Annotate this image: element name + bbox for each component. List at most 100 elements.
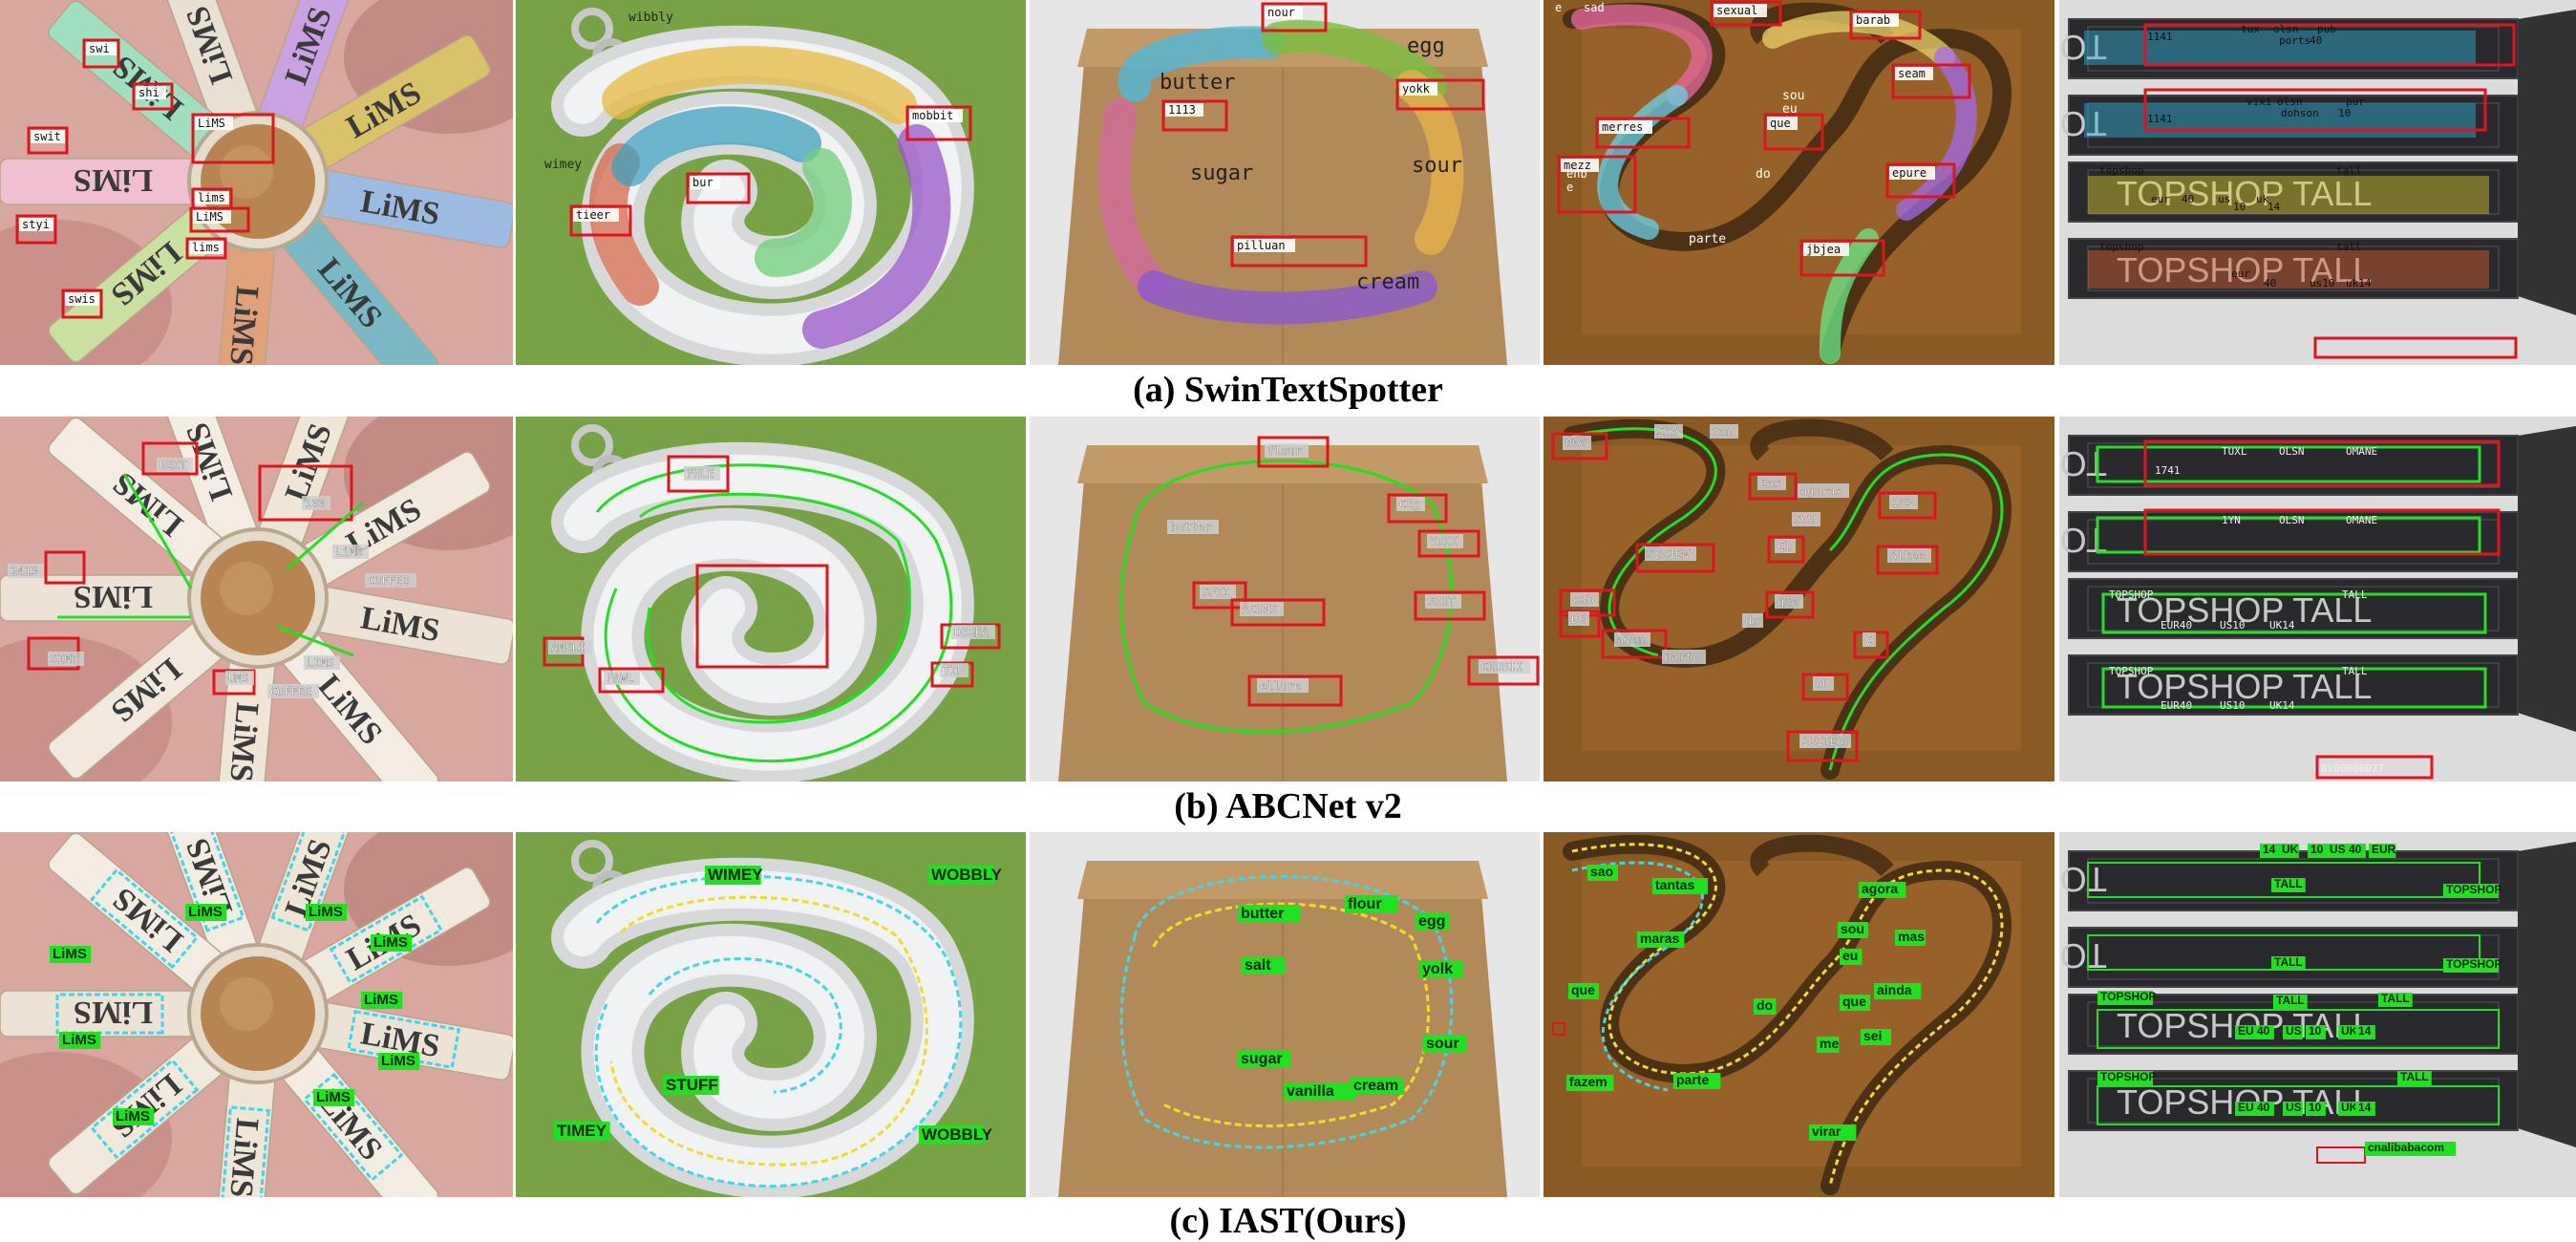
label-tag (2097, 991, 2154, 1005)
detection-box (15, 214, 57, 245)
detected-polygon-outline (639, 492, 911, 724)
recognized-text: SOU (1795, 513, 1816, 526)
recognized-text: eu (1782, 102, 1798, 117)
recognized-text: styi (22, 218, 50, 231)
predicted-boundary (2097, 1085, 2500, 1125)
label-tag (1568, 983, 1600, 999)
curved-text-line (1750, 418, 1894, 461)
error-box (141, 441, 199, 476)
clothing-tag (2068, 161, 2519, 223)
error-box (1257, 436, 1330, 468)
error-box (1786, 730, 1859, 762)
label-tag (136, 86, 166, 99)
label-tag (1265, 6, 1303, 19)
recognized-text: ellure (1260, 679, 1301, 693)
recognized-text: TALL (2342, 665, 2368, 677)
detected-polygon (347, 1009, 461, 1069)
label-tag (1165, 103, 1203, 117)
error-box (1467, 655, 1540, 686)
label-tag (1662, 650, 1706, 664)
recognized-text: olsn (2273, 23, 2299, 35)
detected-polygon-outline (1119, 460, 1454, 734)
recognized-text: OLSN (2279, 514, 2305, 526)
recognized-text: swit (33, 130, 61, 143)
label-tag (1654, 424, 1683, 439)
recognized-text: LiMS (62, 1032, 96, 1048)
detection-box (569, 204, 632, 237)
sachet: LiMS (310, 169, 513, 249)
predicted-text-region (2088, 250, 2489, 289)
label-tag (1799, 734, 1851, 748)
label-tag (1238, 905, 1301, 923)
recognized-text: me (1820, 1036, 1839, 1051)
predicted-boundary (270, 832, 347, 932)
label-tag (1614, 632, 1650, 647)
detected-polygon (220, 1105, 270, 1197)
recognized-text: uk (2256, 193, 2269, 205)
recognized-text: cnalibabacom (2368, 1141, 2444, 1154)
error-box (2315, 755, 2434, 780)
label-tag (1427, 534, 1463, 548)
predicted-text-region (1395, 70, 1464, 255)
recognized-text: LIMS (307, 656, 334, 670)
recognized-text: 40 (2310, 34, 2322, 47)
detected-polygon (90, 867, 200, 970)
recognized-text: 40 (2264, 277, 2276, 289)
label-tag (1652, 878, 1709, 894)
tag-brand-text: TOPSHOP TALL (2117, 174, 2372, 213)
label-tag (1568, 611, 1589, 626)
detection-box (1885, 162, 1956, 199)
label-tag (365, 573, 416, 588)
recognized-text: TIMEY (557, 1122, 607, 1140)
recognized-text: EUR40 (2161, 619, 2192, 632)
recognized-text: ainda (1877, 982, 1912, 997)
recognized-text: LiMS (53, 946, 87, 962)
predicted-text-region (1118, 26, 1285, 102)
detection-box (189, 206, 250, 233)
recognized-text: 40 (2349, 843, 2362, 856)
label-tag (2279, 844, 2299, 858)
recognized-text: UK14 (2269, 619, 2295, 632)
sachet-logo: LiMS (223, 285, 265, 365)
recognized-text: wimey (544, 158, 582, 172)
recognized-text: jbjea (1806, 243, 1841, 256)
recognized-text: us10 (2310, 277, 2335, 289)
label-tag (951, 625, 995, 639)
recognized-text: 10 (2338, 107, 2351, 119)
predicted-boundary (55, 993, 164, 1035)
recognized-text: WIMEY (708, 866, 763, 884)
detected-polygon (270, 832, 347, 932)
recognized-text: UK (2282, 843, 2299, 856)
recognized-text: TOPSHOP (2109, 589, 2154, 601)
detection-box (132, 82, 174, 111)
recognized-text: epure (1892, 166, 1927, 180)
predicted-text-region (1820, 228, 1879, 364)
label-tag (2306, 1102, 2326, 1116)
detection-box (686, 172, 751, 204)
recognized-text: SAO (1657, 425, 1678, 439)
predicted-text-region (1138, 270, 1437, 325)
recognized-text: 10 (2233, 201, 2246, 213)
recognized-text: Eas (1760, 477, 1781, 490)
recognized-text: swis (68, 292, 96, 306)
tag-brand-text: TOPSHOP TALL (2059, 860, 2107, 899)
label-tag (65, 292, 99, 306)
detection-box (1799, 239, 1885, 277)
curved-text-line (1750, 834, 1894, 877)
caption-row-a: (a) SwinTextSpotter (1133, 370, 1443, 410)
recognized-text: pur (2346, 96, 2365, 108)
label-tag (1265, 443, 1309, 458)
recognized-text: vixi (2246, 96, 2272, 108)
error-box (1765, 590, 1815, 619)
recognized-text: SIMT (51, 653, 78, 666)
hand-shape (0, 636, 172, 782)
chain-link (571, 840, 613, 882)
recognized-text: eur (2151, 193, 2170, 205)
recognized-text: BEIT (160, 459, 187, 472)
label-tag (2346, 844, 2366, 858)
error-box (1878, 491, 1937, 520)
label-tag (573, 208, 619, 222)
